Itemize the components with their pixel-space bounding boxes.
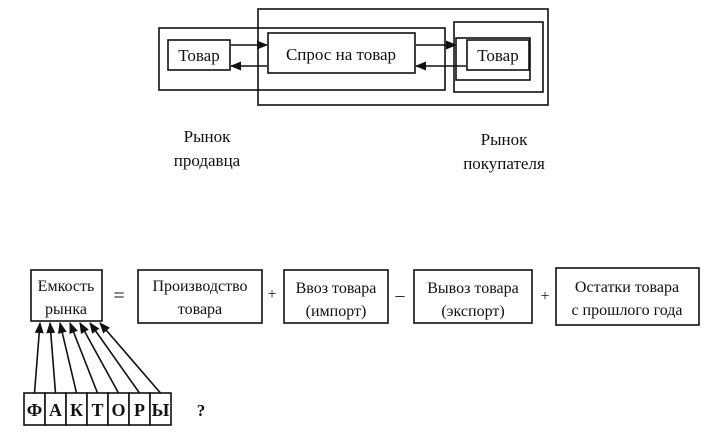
factor-arrow: [89, 322, 141, 394]
capacity-label-line2: рынка: [45, 301, 87, 318]
import-label-line1: Ввоз товара: [296, 280, 377, 297]
factor-letter: Р: [134, 400, 145, 420]
factor-arrow: [33, 321, 44, 394]
factor-letter: Ы: [152, 400, 170, 420]
export-label-line2: (экспорт): [441, 303, 504, 320]
import-box: [283, 269, 389, 324]
buyer-product-label: Товар: [477, 46, 518, 65]
factor-arrow: [79, 322, 120, 394]
equals-sign: =: [113, 285, 124, 307]
factor-letter: Т: [91, 400, 103, 420]
factor-letter: Ф: [27, 400, 42, 420]
factor-letter: О: [111, 400, 125, 420]
production-label-line2: товара: [178, 301, 222, 318]
production-label-line1: Производство: [152, 278, 247, 295]
buyer-market-label-line1: Рынок: [481, 130, 528, 149]
factor-cell: [149, 392, 172, 426]
factor-arrow: [57, 321, 78, 394]
export-box: [413, 269, 533, 324]
factor-arrow: [69, 321, 99, 394]
export-label-line1: Вывоз товара: [427, 280, 519, 297]
factor-letter: А: [49, 400, 62, 420]
capacity-label-line1: Емкость: [38, 278, 95, 295]
minus-sign: –: [395, 285, 406, 305]
seller-market-label-line2: продавца: [174, 151, 241, 170]
seller-market-label-line1: Рынок: [184, 127, 231, 146]
plus-sign-2: +: [540, 288, 549, 305]
remains-label-line2: с прошлого года: [571, 302, 682, 319]
factor-arrows: [33, 321, 162, 394]
factor-arrow: [99, 322, 162, 394]
factor-letter: К: [70, 400, 83, 420]
remains-label-line1: Остатки товара: [575, 279, 679, 296]
production-box: [137, 269, 263, 324]
plus-sign-1: +: [267, 286, 276, 303]
seller-market-frame: [158, 27, 446, 91]
buyer-product-outer-frame: [453, 21, 544, 93]
demand-label: Спрос на товар: [286, 45, 396, 64]
buyer-market-frame: [257, 8, 549, 106]
capacity-box: [30, 269, 103, 322]
factor-arrow: [46, 321, 57, 394]
question-mark: ?: [197, 401, 206, 420]
buyer-product-inner-frame: [455, 37, 531, 81]
seller-product-box: [167, 39, 231, 71]
buyer-market-label-line2: покупателя: [463, 154, 545, 173]
remains-box: [555, 267, 700, 326]
seller-product-label: Товар: [178, 46, 219, 65]
demand-box: [267, 32, 416, 74]
import-label-line2: (импорт): [306, 303, 367, 320]
buyer-product-box: [466, 39, 530, 71]
